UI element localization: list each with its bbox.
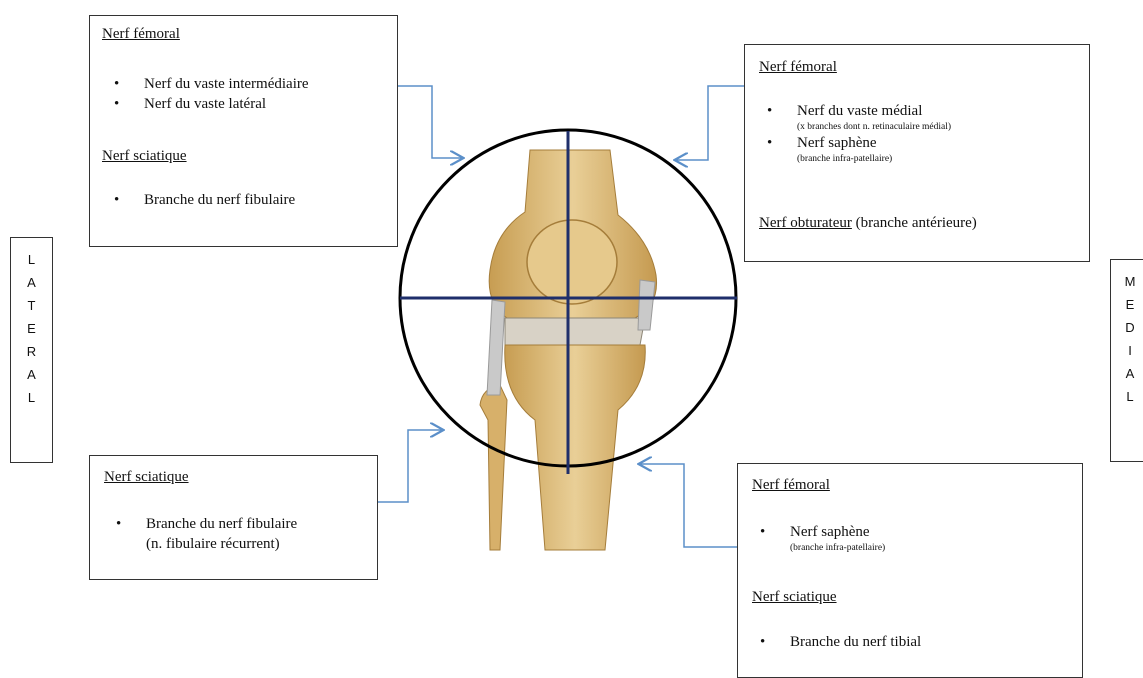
letter: L	[1111, 385, 1143, 408]
letter: E	[1111, 293, 1143, 316]
list-top-right: Nerf du vaste médial (x branches dont n.…	[759, 101, 951, 165]
box-bottom-right: Nerf fémoral Nerf saphène (branche infra…	[737, 463, 1083, 678]
heading-nerf-femoral: Nerf fémoral	[759, 59, 837, 76]
letter: M	[1111, 270, 1143, 293]
side-label-lateral: L A T E R A L	[10, 237, 53, 463]
list-item: Nerf du vaste médial (x branches dont n.…	[759, 101, 951, 133]
tibia-shape	[505, 345, 646, 550]
item-text: Branche du nerf fibulaire	[146, 516, 297, 532]
list-item: Branche du nerf tibial	[752, 632, 921, 652]
letter: A	[1111, 362, 1143, 385]
box-top-right: Nerf fémoral Nerf du vaste médial (x bra…	[744, 44, 1090, 262]
heading-nerf-obturateur: Nerf obturateur	[759, 215, 852, 231]
letter: D	[1111, 316, 1143, 339]
item-text-line2: (n. fibulaire récurrent)	[146, 536, 280, 552]
letter: E	[11, 317, 52, 340]
list-bottom-right-1: Nerf saphène (branche infra-patellaire)	[752, 522, 885, 554]
heading-nerf-sciatique: Nerf sciatique	[752, 589, 837, 606]
letter: R	[11, 340, 52, 363]
meniscus-shape	[505, 318, 645, 345]
list-item: Branche du nerf fibulaire	[106, 190, 295, 210]
arrow-bottom-right	[640, 464, 737, 547]
letter: L	[11, 248, 52, 271]
medial-ligament-shape	[638, 280, 655, 330]
list-top-left-2: Branche du nerf fibulaire	[106, 190, 295, 210]
heading-nerf-femoral: Nerf fémoral	[752, 477, 830, 494]
patella-shape	[527, 220, 617, 304]
fibula-shape	[480, 385, 507, 550]
arrow-top-left	[398, 86, 462, 158]
heading-nerf-sciatique: Nerf sciatique	[104, 469, 189, 486]
list-bottom-right-2: Branche du nerf tibial	[752, 632, 921, 652]
item-text: Nerf saphène	[797, 135, 877, 151]
obturateur-line: Nerf obturateur (branche antérieure)	[759, 215, 977, 232]
heading-nerf-sciatique: Nerf sciatique	[102, 148, 187, 165]
box-top-left: Nerf fémoral Nerf du vaste intermédiaire…	[89, 15, 398, 247]
item-text: Nerf saphène	[790, 524, 870, 540]
heading-nerf-femoral: Nerf fémoral	[102, 26, 180, 43]
list-item: Nerf du vaste intermédiaire	[106, 74, 309, 94]
arrow-top-right	[676, 86, 744, 160]
letter: A	[11, 271, 52, 294]
list-bottom-left: Branche du nerf fibulaire (n. fibulaire …	[108, 514, 297, 554]
list-item: Branche du nerf fibulaire (n. fibulaire …	[108, 514, 297, 554]
box-bottom-left: Nerf sciatique Branche du nerf fibulaire…	[89, 455, 378, 580]
heading-suffix: (branche antérieure)	[852, 215, 977, 231]
letter: T	[11, 294, 52, 317]
list-item: Nerf du vaste latéral	[106, 94, 309, 114]
letter: L	[11, 386, 52, 409]
item-text: Nerf du vaste médial	[797, 103, 922, 119]
item-subtext: (branche infra-patellaire)	[790, 542, 885, 554]
letter: I	[1111, 339, 1143, 362]
lateral-ligament-shape	[487, 300, 505, 395]
item-subtext: (branche infra-patellaire)	[797, 153, 951, 165]
side-label-medial: M E D I A L	[1110, 259, 1143, 462]
list-top-left-1: Nerf du vaste intermédiaire Nerf du vast…	[106, 74, 309, 114]
list-item: Nerf saphène (branche infra-patellaire)	[759, 133, 951, 165]
arrow-bottom-left	[378, 430, 442, 502]
letter: A	[11, 363, 52, 386]
list-item: Nerf saphène (branche infra-patellaire)	[752, 522, 885, 554]
item-subtext: (x branches dont n. retinaculaire médial…	[797, 121, 951, 133]
